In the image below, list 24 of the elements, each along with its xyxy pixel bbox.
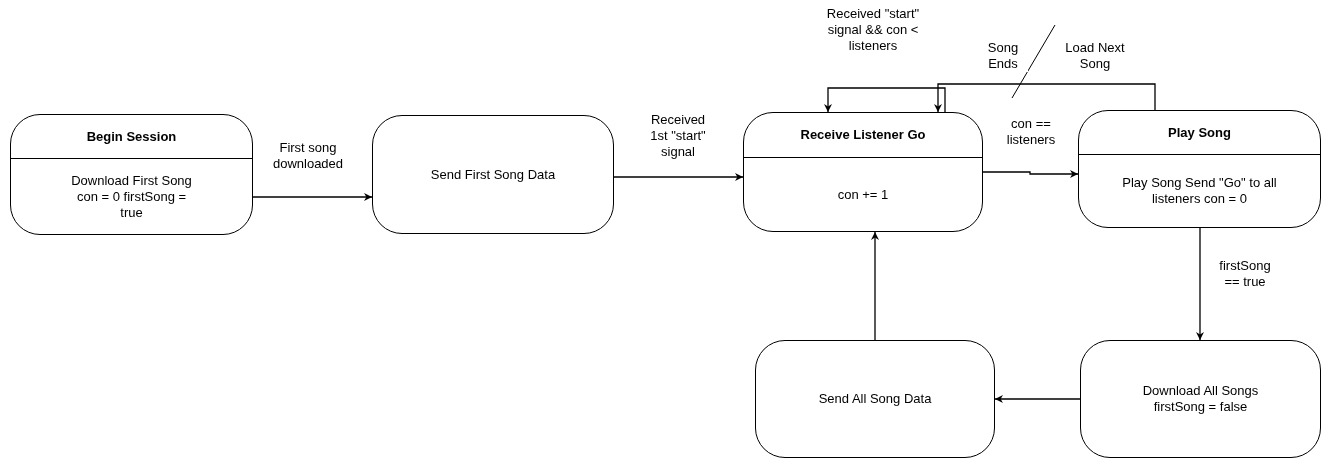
arrow [613,173,744,181]
state-title: Play Song [1168,123,1231,142]
transition-action: Load Next Song [1064,40,1126,72]
arrow [871,231,879,341]
state-box [1080,340,1321,458]
state-actions: Download First Song con = 0 firstSong = true [70,172,193,221]
state-box [372,115,614,234]
arrow [1196,227,1204,341]
state-box [1078,110,1321,228]
state-actions: Play Song Send "Go" to all listeners con = 0 [1121,175,1278,207]
state-box [10,114,253,235]
state-label: Send First Song Data [430,166,556,183]
state-label: Download All Songs firstSong = false [1141,383,1260,415]
arrow [824,87,946,113]
state-label: Send All Song Data [818,391,932,407]
arrow [994,395,1081,403]
state-title: Receive Listener Go [800,126,926,145]
arrow [252,193,373,201]
state-actions: con += 1 [837,186,889,203]
arrow [934,83,1156,113]
state-box [743,112,983,232]
arrow [982,170,1079,178]
state-title: Begin Session [86,127,177,146]
state-box [755,340,995,458]
